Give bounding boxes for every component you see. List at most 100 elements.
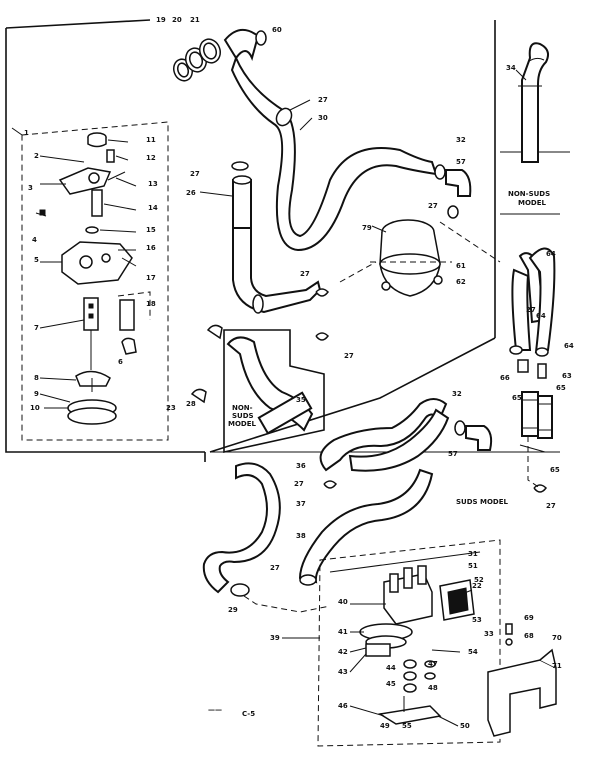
part-label-13: 13 [148, 180, 158, 188]
part-label-7: 7 [34, 324, 39, 332]
part-label-69: 69 [524, 614, 534, 622]
part-label-18: 18 [146, 300, 156, 308]
part-label-5: 5 [34, 256, 39, 264]
connector-lower [454, 420, 493, 451]
part-label-54: 54 [468, 648, 478, 656]
part-label-64b: 64 [536, 312, 546, 320]
part-label-32b: 32 [452, 390, 462, 398]
part-label-12: 12 [146, 154, 156, 162]
non-suds-box [223, 329, 325, 453]
part-label-51: 51 [468, 562, 478, 570]
part-label-23: 23 [166, 404, 176, 412]
part-label-45: 45 [386, 680, 396, 688]
part-label-79: 79 [362, 224, 372, 232]
connector-upper [434, 164, 472, 219]
non-suds-mid-caption-1: NON- [232, 404, 253, 412]
part-label-22: 22 [472, 582, 482, 590]
part-labels: 1 2 3 4 5 6 7 8 9 10 11 12 13 14 15 16 1… [24, 16, 574, 730]
part-label-28: 28 [186, 400, 196, 408]
hoses-65 [521, 391, 553, 489]
part-label-4: 4 [32, 236, 37, 244]
part-label-60: 60 [272, 26, 282, 34]
pump-assembly [339, 219, 501, 297]
part-label-27a: 27 [318, 96, 328, 104]
hose-36 [319, 398, 450, 472]
part-label-55: 55 [402, 722, 412, 730]
part-label-65b: 65 [550, 466, 560, 474]
non-suds-mid-caption-3: MODEL [228, 420, 257, 428]
top-seals [172, 29, 267, 82]
part-label-8: 8 [34, 374, 39, 382]
hose-37 [202, 462, 331, 613]
part-label-2: 2 [34, 152, 39, 160]
part-label-39: 39 [270, 634, 280, 642]
part-label-68: 68 [524, 632, 534, 640]
part-label-29: 29 [228, 606, 238, 614]
part-label-9: 9 [34, 390, 39, 398]
drive-assembly-box [11, 121, 169, 441]
part-label-6: 6 [118, 358, 123, 366]
part-label-63: 63 [562, 372, 572, 380]
part-label-50: 50 [460, 722, 470, 730]
part-label-27g: 27 [270, 564, 280, 572]
part-label-49: 49 [380, 722, 390, 730]
non-suds-top-caption-1: NON-SUDS [508, 190, 550, 198]
part-label-65c: 65 [556, 384, 566, 392]
part-label-48: 48 [428, 684, 438, 692]
part-label-61: 61 [456, 262, 466, 270]
part-label-19: 19 [156, 16, 166, 24]
footer-marks: —— [208, 706, 222, 714]
part-label-38: 38 [296, 532, 306, 540]
part-label-53: 53 [472, 616, 482, 624]
part-label-16: 16 [146, 244, 156, 252]
part-label-1: 1 [24, 129, 29, 137]
suds-model-caption: SUDS MODEL [456, 498, 509, 506]
footer-code: C-5 [242, 710, 255, 718]
clamps [190, 288, 547, 493]
hose-34 [518, 42, 549, 163]
part-label-30: 30 [318, 114, 328, 122]
part-label-62: 62 [456, 278, 466, 286]
part-label-46: 46 [338, 702, 348, 710]
part-label-27f: 27 [294, 480, 304, 488]
part-label-21: 21 [190, 16, 200, 24]
part-label-66: 66 [500, 374, 510, 382]
non-suds-mid-caption-2: SUDS [232, 412, 254, 420]
part-label-35: 35 [296, 396, 306, 404]
part-label-57b: 57 [448, 450, 458, 458]
part-label-47: 47 [428, 660, 438, 668]
part-label-43: 43 [338, 668, 348, 676]
part-label-27h: 27 [546, 502, 556, 510]
part-label-14: 14 [148, 204, 158, 212]
part-label-37: 37 [296, 500, 306, 508]
part-label-32a: 32 [456, 136, 466, 144]
part-label-57a: 57 [456, 158, 466, 166]
hoses-64 [509, 247, 556, 379]
part-label-44: 44 [386, 664, 396, 672]
valve-assembly-box [317, 539, 501, 747]
hose-38 [298, 468, 434, 586]
leader-lines [39, 69, 527, 727]
part-label-36: 36 [296, 462, 306, 470]
part-label-27c: 27 [428, 202, 438, 210]
part-label-71: 71 [552, 662, 562, 670]
part-label-31: 31 [468, 550, 478, 558]
part-label-70: 70 [552, 634, 562, 642]
part-label-42: 42 [338, 648, 348, 656]
part-label-11: 11 [146, 136, 156, 144]
part-label-27i: 27 [526, 306, 536, 314]
part-label-26: 26 [186, 189, 196, 197]
part-label-64a: 64 [546, 250, 556, 258]
part-label-64c: 64 [564, 342, 574, 350]
mounting-bracket [487, 623, 557, 737]
part-label-17: 17 [146, 274, 156, 282]
drive-assembly [35, 132, 151, 425]
part-label-40: 40 [338, 598, 348, 606]
part-label-65a: 65 [512, 394, 522, 402]
part-label-33: 33 [484, 630, 494, 638]
hose-26 [231, 161, 322, 314]
part-label-27b: 27 [190, 170, 200, 178]
part-label-15: 15 [146, 226, 156, 234]
